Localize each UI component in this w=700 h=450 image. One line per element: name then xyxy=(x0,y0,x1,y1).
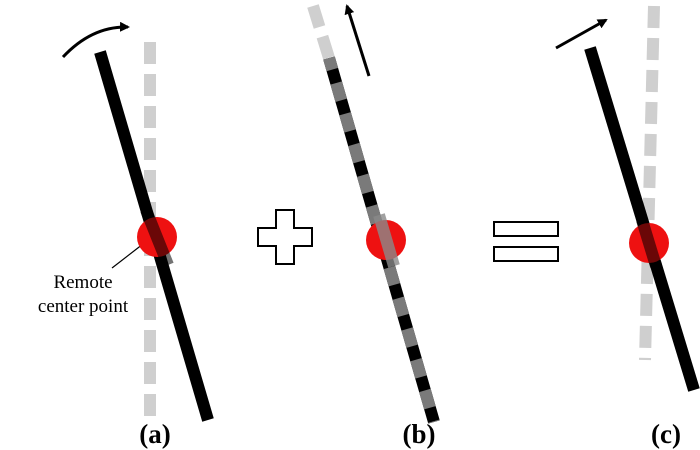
annotation-leader xyxy=(111,243,144,269)
annotation-line-2: center point xyxy=(38,296,129,317)
reference-axis-c xyxy=(639,5,660,361)
curved-arrow-icon xyxy=(61,21,130,59)
annotation-line-1: Remote xyxy=(53,272,112,293)
straight-arrow-icon-c xyxy=(555,18,608,50)
tool-shaft-a-overlay xyxy=(140,207,174,268)
tool-shaft-b-overlay xyxy=(373,213,400,268)
panel-c: (c) xyxy=(555,5,700,449)
panel-b: (b) xyxy=(307,4,440,449)
reference-segment-b xyxy=(307,4,335,60)
tool-shaft-c-overlay xyxy=(636,218,662,268)
panel-label-c: (c) xyxy=(651,419,681,449)
panel-label-a: (a) xyxy=(139,419,170,449)
equals-sign-icon xyxy=(493,221,559,262)
tool-shaft-c xyxy=(584,46,700,392)
panel-label-b: (b) xyxy=(403,419,436,449)
straight-arrow-icon-b xyxy=(344,4,371,77)
panel-a: Remote center point (a) xyxy=(38,21,214,449)
plus-sign-icon xyxy=(257,209,313,265)
